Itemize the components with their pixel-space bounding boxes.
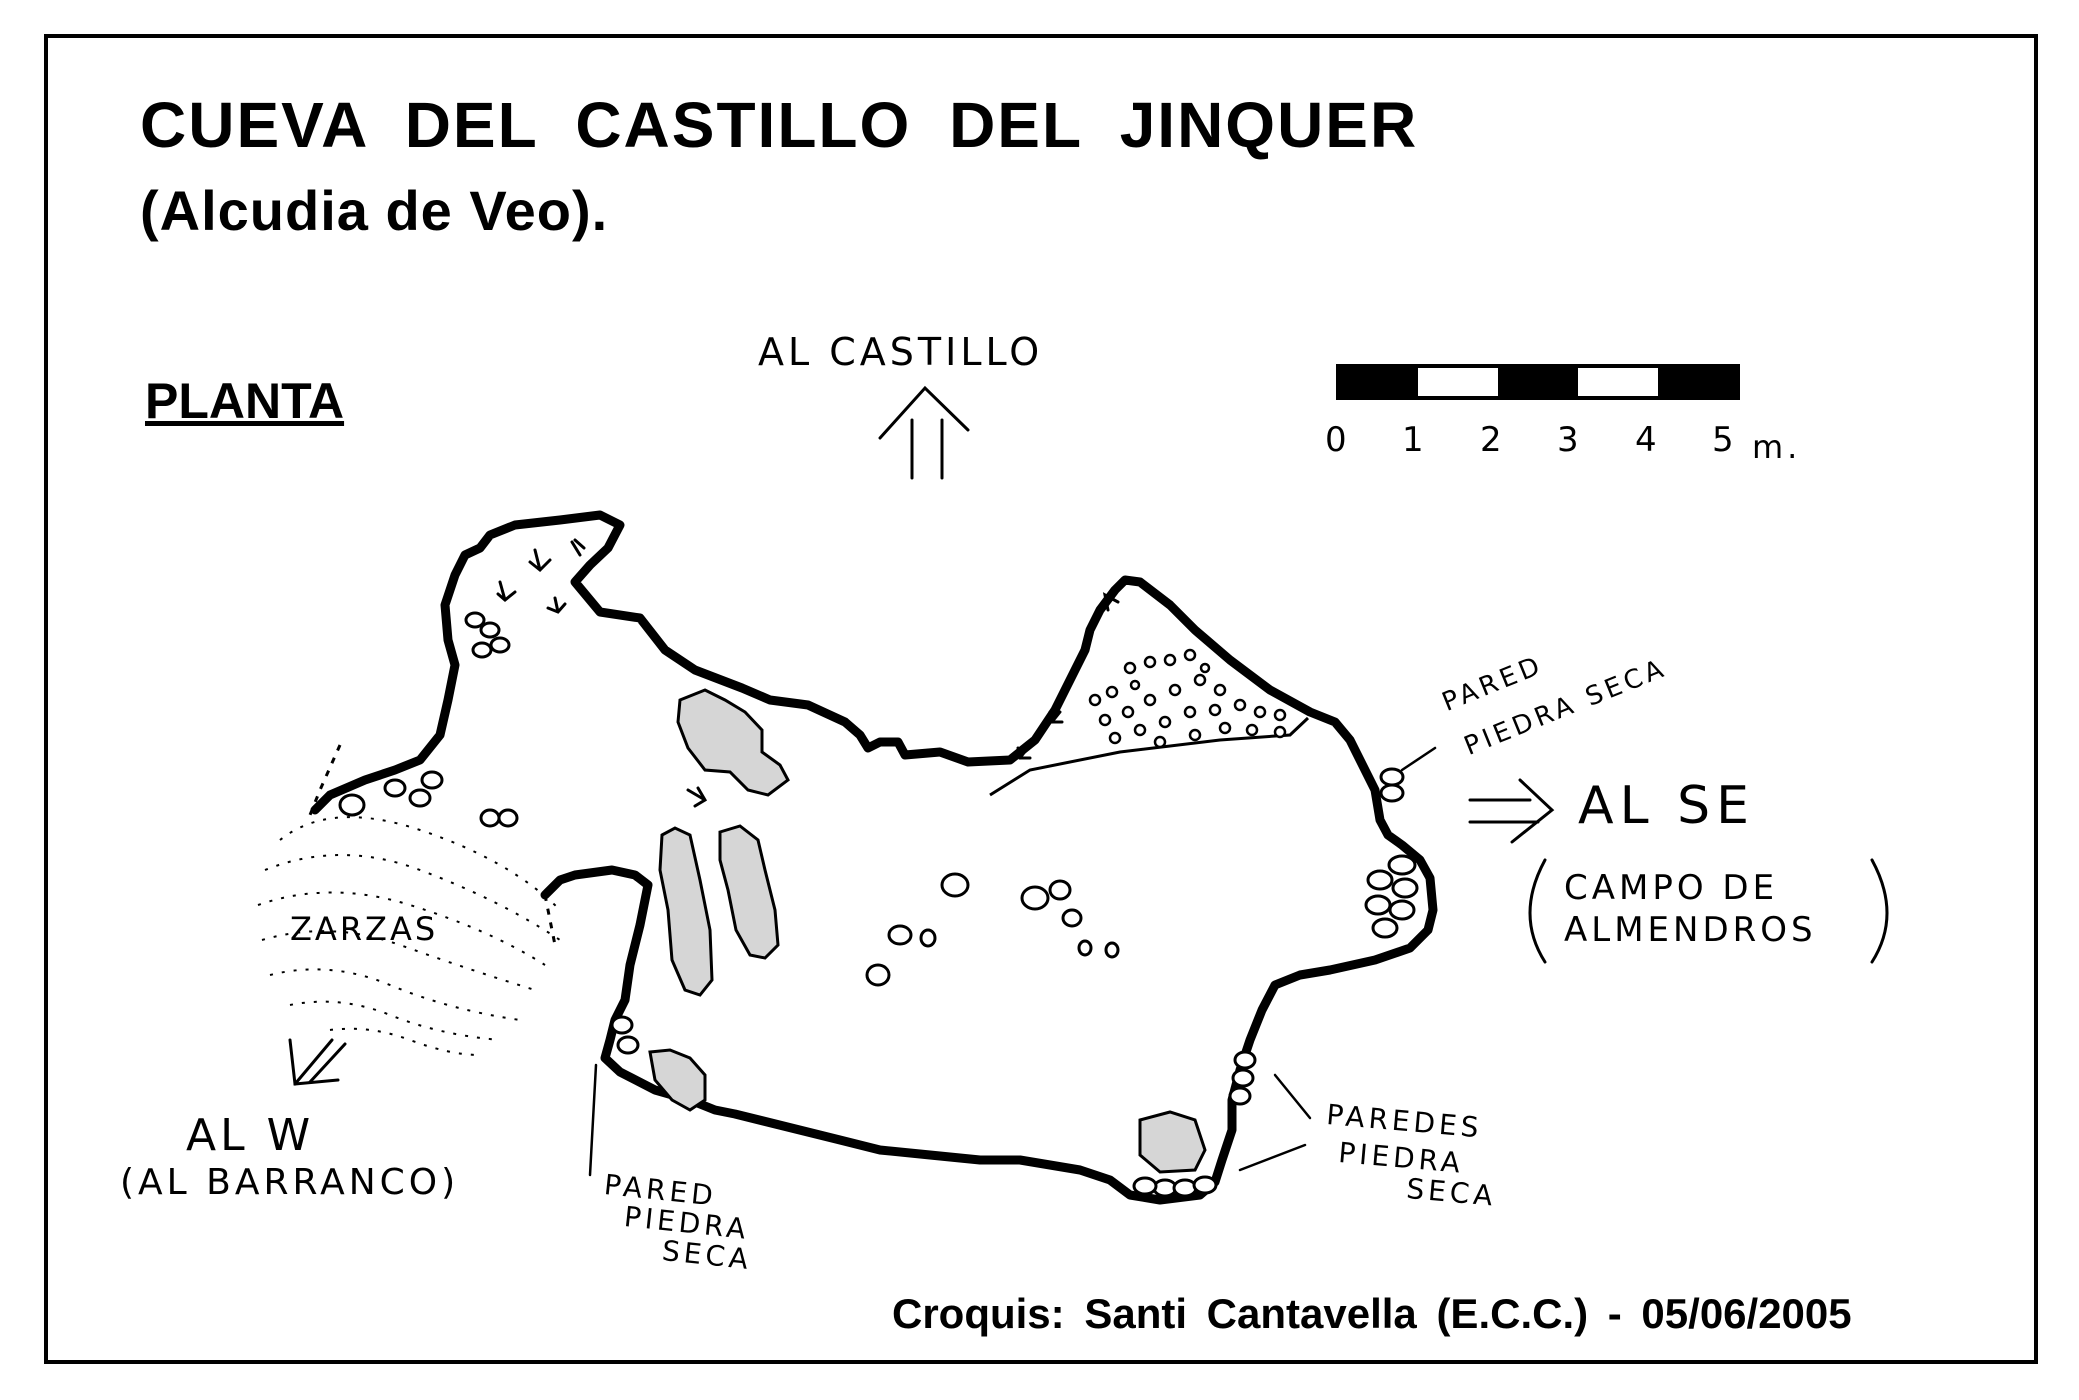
- scale-tick-2: 2: [1480, 420, 1506, 460]
- scale-tick-4: 4: [1635, 420, 1661, 460]
- north-direction-label: AL CASTILLO: [758, 330, 1044, 374]
- debris-field: [1088, 648, 1287, 749]
- w-arrow-icon: [288, 1038, 347, 1086]
- map-frame: [44, 34, 2038, 1364]
- cave-open-edge: [308, 744, 557, 946]
- debris-zone-edge: [989, 716, 1310, 797]
- scale-bar: [1336, 364, 1740, 400]
- zarzas-shrub-area: [257, 816, 561, 1056]
- w-detail-label: (AL BARRANCO): [120, 1162, 460, 1203]
- scale-tick-1: 1: [1402, 420, 1428, 460]
- se-detail-brackets: [1528, 858, 1889, 964]
- w-direction-label: AL W: [186, 1110, 315, 1161]
- zarzas-label: ZARZAS: [290, 910, 439, 948]
- credit-line: Croquis: Santi Cantavella (E.C.C.) - 05/…: [892, 1290, 1852, 1337]
- scale-tick-3: 3: [1557, 420, 1583, 460]
- boulders: [338, 611, 1120, 987]
- rock-blocks: [648, 688, 1207, 1174]
- cave-wall-outline: [310, 510, 1438, 1205]
- se-detail-line1: CAMPO DE: [1564, 868, 1779, 908]
- slope-arrows: [496, 538, 1120, 808]
- map-title: CUEVA DEL CASTILLO DEL JINQUER: [140, 89, 1419, 161]
- drystone-walls: [610, 767, 1419, 1198]
- se-detail-line2: ALMENDROS: [1564, 910, 1817, 950]
- se-arrow-icon: [1468, 778, 1555, 844]
- north-arrow-icon: [878, 385, 970, 480]
- scale-tick-5: 5: [1712, 420, 1738, 460]
- scale-tick-0: 0: [1325, 420, 1351, 460]
- label-leader-lines: [588, 746, 1437, 1177]
- se-direction-label: AL SE: [1578, 776, 1755, 836]
- map-subtitle: (Alcudia de Veo).: [140, 179, 609, 242]
- plan-label: PLANTA: [145, 373, 345, 429]
- scale-unit: m.: [1752, 428, 1802, 466]
